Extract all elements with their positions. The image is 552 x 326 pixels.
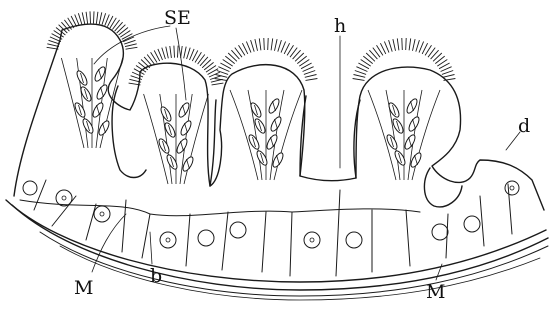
cilium (246, 42, 251, 53)
cilium (178, 46, 179, 58)
label-m-right: M (426, 281, 445, 303)
cilium (306, 79, 318, 81)
cilium (174, 46, 175, 58)
cell-walls (20, 180, 512, 276)
label-d: d (518, 115, 530, 137)
cilium (264, 38, 265, 50)
cilium (94, 11, 95, 23)
cilium (115, 22, 123, 31)
cilium (78, 13, 82, 24)
cilium (389, 40, 393, 52)
cilium (166, 47, 169, 59)
cilium (144, 57, 152, 66)
cilium (413, 39, 416, 51)
cilium (406, 38, 407, 50)
cilium (397, 38, 399, 50)
label-m-left: M (74, 277, 93, 299)
cilium (271, 38, 273, 50)
cilium (170, 46, 172, 58)
cilium (442, 71, 453, 75)
nuclei (23, 181, 519, 248)
cilium (268, 38, 269, 50)
cilium (125, 44, 137, 47)
cilium (419, 42, 424, 53)
cilium (86, 12, 88, 24)
cilium (90, 11, 91, 23)
cilium (255, 39, 258, 51)
cilium (259, 38, 261, 50)
cilium (353, 79, 365, 81)
cilium (305, 75, 317, 78)
cilium (47, 44, 59, 47)
cilium (82, 12, 85, 24)
cilium (304, 71, 315, 75)
label-b: b (150, 265, 162, 287)
cilium (102, 13, 106, 24)
cilium (275, 39, 278, 51)
cilium (281, 42, 286, 53)
cilium (99, 12, 102, 24)
label-h: h (334, 15, 346, 37)
cilium (355, 71, 366, 75)
cilium (202, 60, 211, 68)
cilium (96, 12, 98, 24)
cilium (141, 60, 150, 68)
cilium (393, 39, 396, 51)
cilium (251, 40, 255, 52)
cilium (120, 31, 130, 38)
cilium (126, 47, 138, 49)
cilium (384, 42, 389, 53)
cilium (184, 47, 187, 59)
cilia (47, 11, 456, 85)
cilium (200, 57, 208, 66)
cilium (187, 48, 191, 59)
cilium (162, 48, 166, 59)
cilium (354, 75, 366, 78)
cilium (112, 20, 119, 30)
cilium (443, 75, 455, 78)
cilium (402, 38, 403, 50)
cilium (278, 40, 282, 52)
cilium (119, 28, 128, 36)
cilium (117, 25, 126, 33)
cilium (416, 40, 420, 52)
cilium (204, 62, 213, 70)
label-se: SE (164, 7, 191, 29)
cilium (409, 38, 411, 50)
cilium (212, 83, 224, 85)
